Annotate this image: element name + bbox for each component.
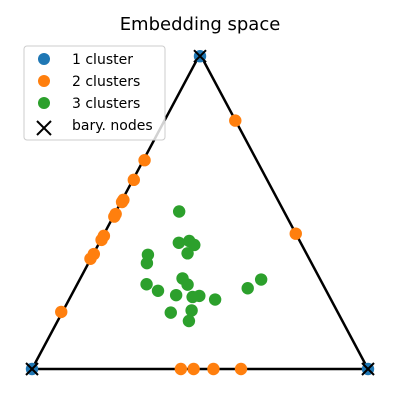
legend: 1 cluster 2 clusters 3 clusters bary. no… [23,45,166,141]
point-3-clusters-4 [188,238,201,252]
point-2-clusters-12 [84,252,97,265]
point-2-clusters-14 [174,362,188,376]
plot-area [25,49,375,376]
point-bary-nodes-1 [193,49,207,63]
point-3-clusters-19 [164,306,177,319]
series-2-clusters [55,114,302,376]
point-2-clusters-13 [55,305,68,319]
point-3-clusters-11 [241,282,254,295]
point-2-clusters-15 [187,362,200,376]
point-2-clusters-4 [127,173,141,187]
point-3-clusters-14 [169,288,183,302]
point-2-clusters-17 [234,362,248,376]
legend-marker-3-clusters [38,97,50,109]
point-2-clusters-16 [207,362,220,376]
point-3-clusters-17 [208,293,222,306]
point-3-clusters-1 [172,205,186,218]
point-3-clusters-16 [193,289,206,303]
point-3-clusters-5 [181,247,194,260]
point-2-clusters-6 [115,195,129,209]
legend-label-bary-nodes: bary. nodes [72,118,153,134]
point-bary-nodes-3 [361,362,375,376]
point-2-clusters-8 [108,210,121,223]
point-2-clusters-10 [95,233,108,247]
point-2-clusters-3 [138,154,151,167]
series-bary-nodes [25,49,375,376]
point-3-clusters-18 [185,304,198,317]
point-3-clusters-13 [181,278,194,291]
point-2-clusters-2 [289,227,302,240]
series-3-clusters [140,205,268,328]
legend-marker-2-clusters [38,75,50,87]
legend-marker-1-cluster [38,53,50,65]
legend-label-3-clusters: 3 clusters [72,96,140,112]
point-bary-nodes-2 [25,362,39,376]
point-3-clusters-9 [140,278,153,291]
point-2-clusters-1 [229,114,242,127]
legend-label-1-cluster: 1 cluster [72,52,133,68]
point-3-clusters-10 [254,273,268,286]
point-3-clusters-12 [151,284,165,297]
legend-marker-bary-nodes [36,120,52,136]
legend-label-2-clusters: 2 clusters [72,74,140,90]
points-layer [25,49,375,376]
point-3-clusters-20 [182,314,196,328]
point-3-clusters-3 [172,236,186,249]
legend-frame [23,45,166,141]
point-3-clusters-7 [140,256,154,270]
chart-title: Embedding space [120,14,281,35]
